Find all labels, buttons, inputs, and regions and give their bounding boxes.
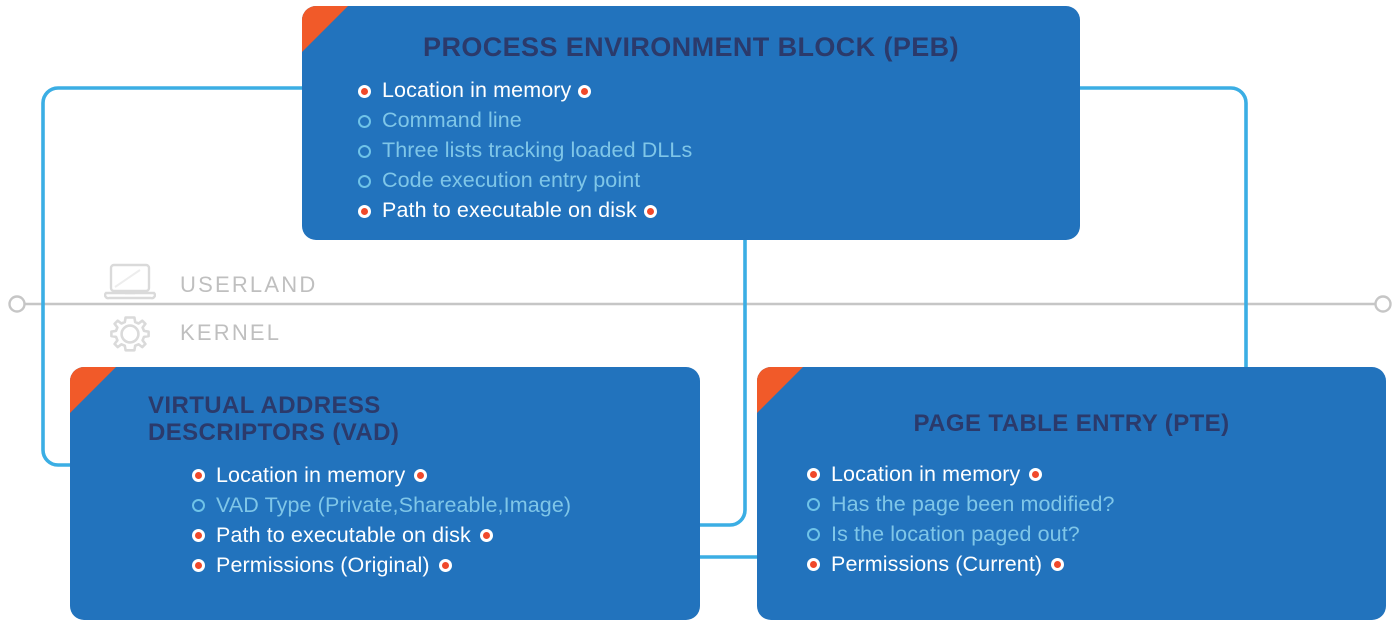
list-item[interactable]: Has the page been modified? bbox=[807, 490, 1386, 520]
kernel-label: KERNEL bbox=[180, 320, 282, 345]
list-item[interactable]: Permissions (Original) bbox=[192, 551, 700, 581]
list-item[interactable]: Permissions (Current) bbox=[807, 550, 1386, 580]
list-item-label: Location in memory bbox=[216, 463, 406, 487]
list-item-label: Permissions (Original) bbox=[216, 553, 430, 577]
pte-card[interactable]: PAGE TABLE ENTRY (PTE) Location in memor… bbox=[757, 367, 1386, 620]
list-item[interactable]: Location in memory bbox=[807, 460, 1386, 490]
list-item[interactable]: Path to executable on disk bbox=[358, 196, 1080, 226]
list-item-label: Three lists tracking loaded DLLs bbox=[382, 138, 693, 163]
wire-vad-location-to-peb-location bbox=[41, 74, 348, 467]
gear-icon bbox=[110, 316, 150, 352]
list-item-label: Location in memory bbox=[831, 462, 1021, 487]
list-item-label: Code execution entry point bbox=[382, 168, 641, 193]
bullet-dot-active bbox=[192, 529, 205, 543]
list-item[interactable]: Location in memory bbox=[358, 76, 1080, 106]
userland-label: USERLAND bbox=[180, 272, 318, 297]
peb-card[interactable]: PROCESS ENVIRONMENT BLOCK (PEB) Location… bbox=[302, 6, 1080, 240]
peb-title: PROCESS ENVIRONMENT BLOCK (PEB) bbox=[423, 32, 959, 62]
laptop-icon bbox=[104, 263, 156, 300]
list-item-label: VAD Type (Private,Shareable,Image) bbox=[216, 493, 572, 517]
bullet-dot-inactive bbox=[807, 498, 820, 512]
list-item-label: Is the location paged out? bbox=[831, 522, 1080, 547]
list-item[interactable]: Path to executable on disk bbox=[192, 521, 700, 551]
bullet-dot-inactive bbox=[807, 528, 820, 542]
bullet-dot-inactive bbox=[358, 144, 371, 158]
bullet-dot-active bbox=[358, 204, 371, 218]
connector-dot bbox=[643, 204, 657, 218]
bullet-dot-active bbox=[192, 469, 205, 483]
list-item[interactable]: Code execution entry point bbox=[358, 166, 1080, 196]
connector-dot bbox=[578, 84, 592, 98]
list-item[interactable]: Location in memory bbox=[192, 461, 700, 491]
list-item[interactable]: Three lists tracking loaded DLLs bbox=[358, 136, 1080, 166]
connector-dot bbox=[1051, 558, 1065, 572]
connector-dot bbox=[1029, 468, 1043, 482]
list-item[interactable]: VAD Type (Private,Shareable,Image) bbox=[192, 491, 700, 521]
bullet-dot-active bbox=[807, 558, 820, 572]
list-item[interactable]: Command line bbox=[358, 106, 1080, 136]
connector-dot bbox=[414, 469, 428, 483]
list-item-label: Path to executable on disk bbox=[216, 523, 471, 547]
connector-dot bbox=[438, 559, 452, 573]
list-item-label: Has the page been modified? bbox=[831, 492, 1115, 517]
pte-title: PAGE TABLE ENTRY (PTE) bbox=[913, 410, 1230, 437]
list-item-label: Permissions (Current) bbox=[831, 552, 1043, 577]
list-item-label: Path to executable on disk bbox=[382, 198, 637, 223]
bullet-dot-inactive bbox=[192, 499, 205, 513]
list-item-label: Location in memory bbox=[382, 78, 572, 103]
list-item-label: Command line bbox=[382, 108, 522, 133]
bullet-dot-inactive bbox=[358, 114, 371, 128]
corner-flag-icon bbox=[757, 367, 803, 413]
connector-dot bbox=[479, 529, 493, 543]
corner-flag-icon bbox=[302, 6, 348, 52]
bullet-dot-inactive bbox=[358, 174, 371, 188]
bullet-dot-active bbox=[358, 84, 371, 98]
bullet-dot-active bbox=[807, 468, 820, 482]
corner-flag-icon bbox=[70, 367, 116, 413]
list-item[interactable]: Is the location paged out? bbox=[807, 520, 1386, 550]
bullet-dot-active bbox=[192, 559, 205, 573]
